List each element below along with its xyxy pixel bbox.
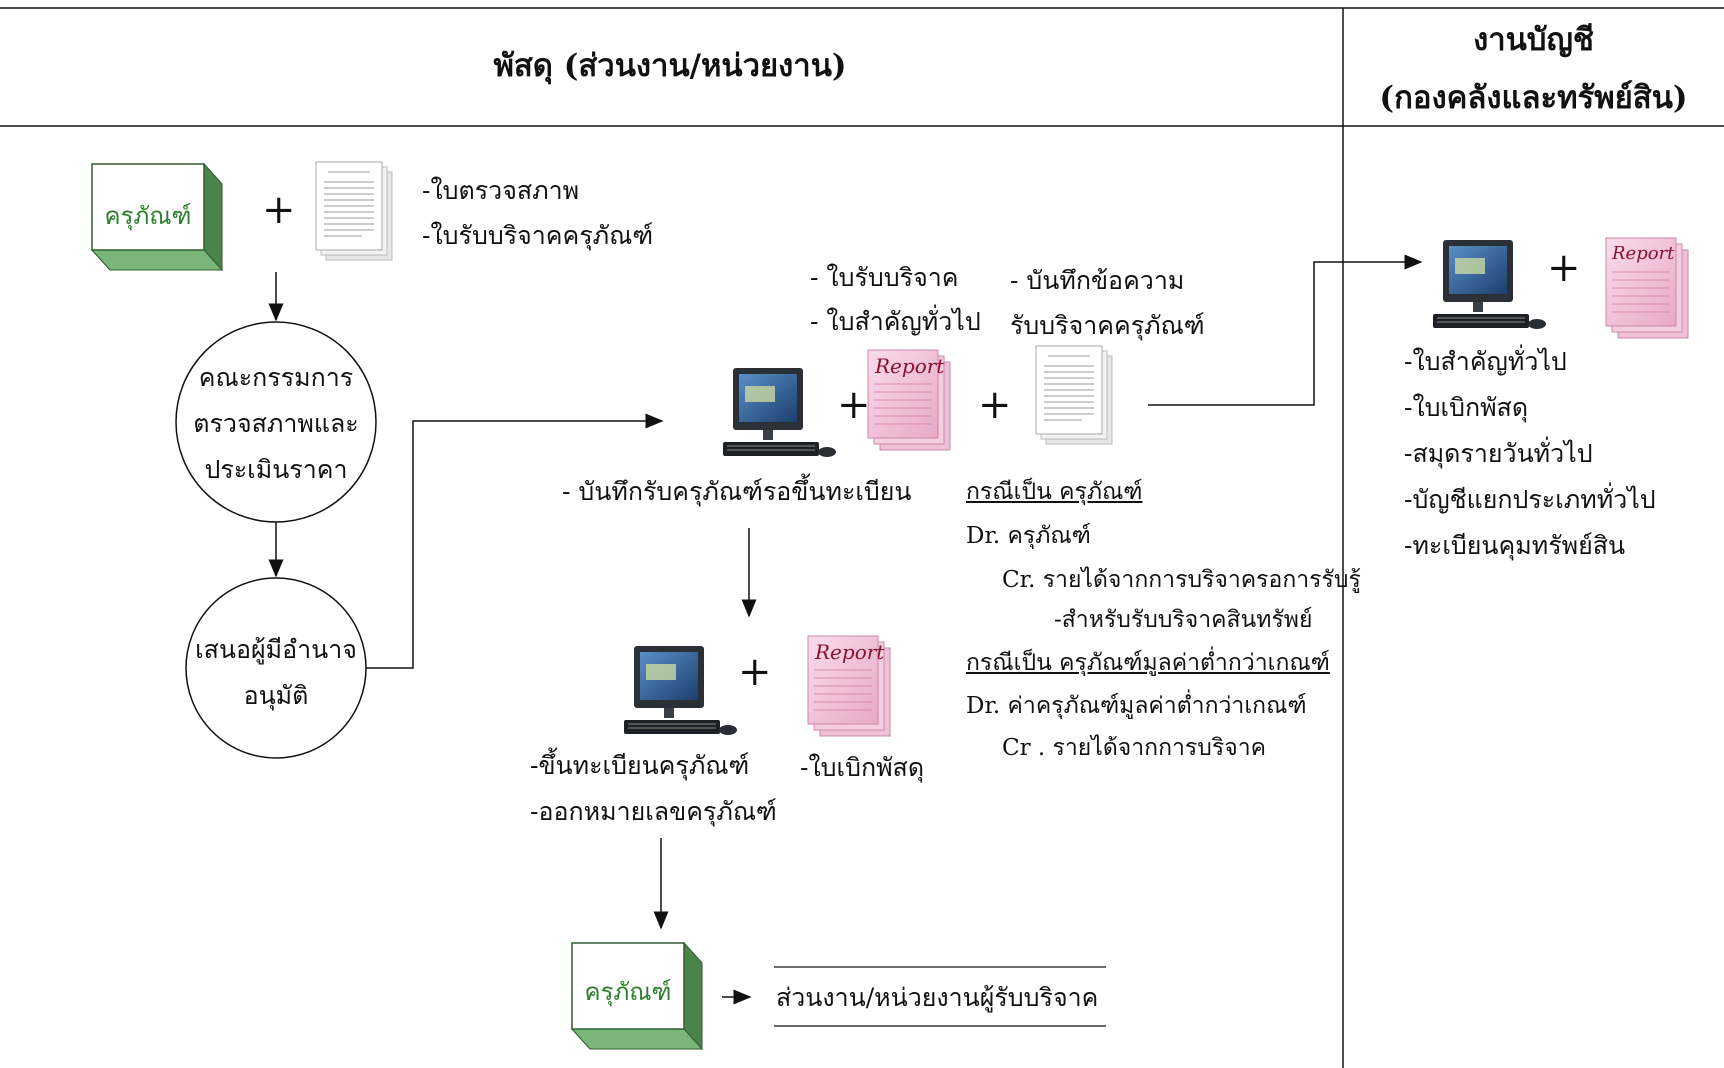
register-line-1: -ขึ้นทะเบียนครุภัณฑ์: [530, 751, 750, 780]
accounting-doc-5: -ทะเบียนคุมทรัพย์สิน: [1404, 531, 1626, 560]
flow-arrows: [268, 254, 1423, 1005]
report-icon-label: Report: [875, 354, 945, 378]
plus-sign: +: [262, 187, 296, 233]
header-left-title: พัสดุ (ส่วนงาน/หน่วยงาน): [493, 48, 847, 84]
header-right-title-line1: งานบัญชี: [1473, 22, 1594, 58]
record-report-doc-2: - ใบสำคัญทั่วไป: [810, 307, 981, 336]
committee-line-2: ตรวจสภาพและ: [193, 409, 359, 438]
accounting-doc-4: -บัญชีแยกประเภททั่วไป: [1404, 485, 1656, 514]
approval-line-1: เสนอผู้มีอำนาจ: [195, 635, 357, 664]
computer-icon: [723, 368, 836, 457]
case2-cr: Cr . รายได้จากการบริจาค: [1002, 735, 1267, 761]
committee-line-1: คณะกรรมการ: [198, 363, 354, 392]
case1-title: กรณีเป็น ครุภัณฑ์: [966, 479, 1143, 505]
register-report-caption: -ใบเบิกพัสดุ: [800, 753, 925, 782]
accounting-doc-3: -สมุดรายวันทั่วไป: [1404, 439, 1593, 468]
header-right-title-line2: (กองคลังและทรัพย์สิน): [1379, 80, 1688, 116]
committee-line-3: ประเมินราคา: [204, 455, 348, 484]
plus-sign: +: [1547, 245, 1581, 291]
computer-icon: [1433, 240, 1546, 329]
approval-line-2: อนุมัติ: [243, 681, 309, 710]
case2-dr: Dr. ค่าครุภัณฑ์มูลค่าต่ำกว่าเกณฑ์: [966, 693, 1307, 719]
case1-cr: Cr. รายได้จากการบริจาครอการรับรู้: [1002, 567, 1361, 593]
accounting-doc-1: -ใบสำคัญทั่วไป: [1404, 347, 1567, 376]
start-doc-2: -ใบรับบริจาคครุภัณฑ์: [422, 221, 654, 250]
start-doc-1: -ใบตรวจสภาพ: [422, 176, 580, 205]
table-grid: [0, 7, 1724, 1068]
record-report-doc-1: - ใบรับบริจาค: [810, 263, 959, 292]
case1-dr: Dr. ครุภัณฑ์: [966, 523, 1091, 549]
report-icon-label: Report: [1612, 243, 1675, 264]
case2-title: กรณีเป็น ครุภัณฑ์มูลค่าต่ำกว่าเกณฑ์: [966, 650, 1330, 676]
computer-icon: [624, 646, 737, 735]
register-line-2: -ออกหมายเลขครุภัณฑ์: [530, 797, 777, 826]
report-icon-label: Report: [815, 640, 885, 664]
accounting-doc-2: -ใบเบิกพัสดุ: [1404, 393, 1529, 422]
case1-cr-sub: -สำหรับรับบริจาคสินทรัพย์: [1054, 607, 1313, 633]
plus-sign: +: [978, 382, 1012, 428]
plus-sign: +: [738, 649, 772, 695]
asset-box-label: ครุภัณฑ์: [104, 202, 192, 230]
plus-sign: +: [837, 382, 871, 428]
approval-circle: [185, 577, 367, 759]
record-caption: - บันทึกรับครุภัณฑ์รอขึ้นทะเบียน: [562, 477, 912, 506]
recipient-label: ส่วนงาน/หน่วยงานผู้รับบริจาค: [776, 983, 1099, 1012]
document-stack-icon: [315, 161, 393, 261]
asset-box-label: ครุภัณฑ์: [584, 978, 672, 1006]
record-memo-doc-2: รับบริจาคครุภัณฑ์: [1010, 311, 1205, 340]
record-memo-doc-1: - บันทึกข้อความ: [1010, 266, 1185, 295]
memo-document-icon: [1035, 345, 1113, 445]
